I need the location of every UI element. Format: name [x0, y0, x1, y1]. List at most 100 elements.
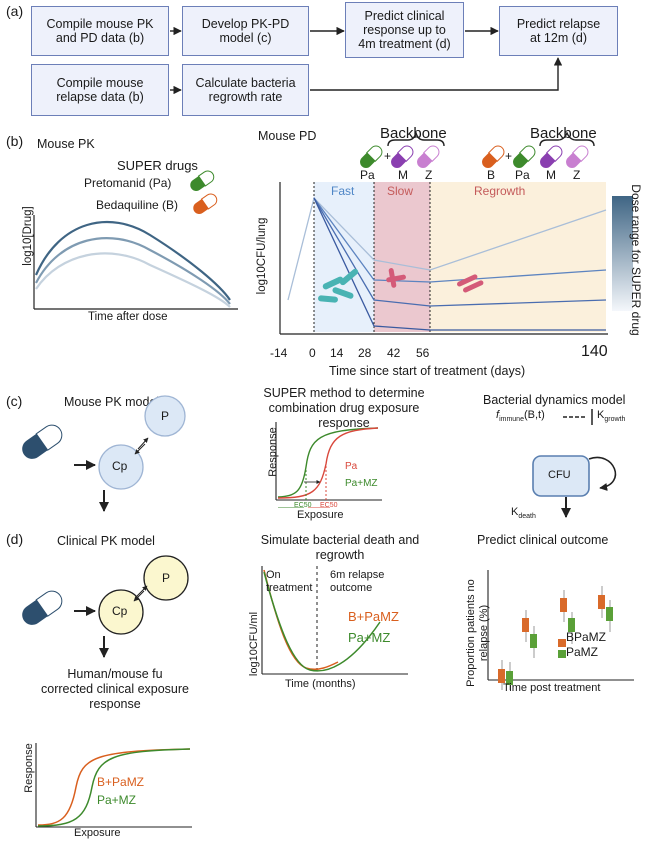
- pk-curve-high: [34, 221, 231, 301]
- on-treatment-label: On treatment: [266, 569, 313, 594]
- regimen2-pill-label: Z: [573, 168, 581, 182]
- super-drugs-title: SUPER drugs: [117, 158, 198, 173]
- cfu-box: [532, 455, 590, 497]
- super-xlabel: Exposure: [297, 509, 344, 521]
- regimen2-pill-label: Pa: [515, 168, 530, 182]
- pd-xtick: 140: [581, 343, 608, 360]
- flow-box-predict-relapse: Predict relapse at 12m (d): [499, 6, 618, 56]
- bedaquiline-label: Bedaquiline (B): [96, 198, 179, 212]
- p-label: P: [162, 571, 171, 585]
- simulate-title: Simulate bacterial death and regrowth: [260, 533, 420, 562]
- m-pill-icon: [391, 145, 414, 168]
- z-pill-icon: [417, 145, 440, 168]
- central-compartment: [98, 444, 144, 490]
- sim-legend-pa-mz: Pa+MZ: [348, 630, 391, 645]
- flow-box-predict-response: Predict clinical response up to 4m treat…: [345, 2, 464, 58]
- phase-slow-label: Slow: [387, 184, 414, 198]
- pd-xlabel: Time since start of treatment (days): [329, 364, 526, 378]
- er-xlabel: Exposure: [74, 827, 121, 839]
- flow-box-text: Predict relapse at 12m (d): [516, 17, 601, 45]
- panel-b-label: (b): [6, 133, 24, 149]
- p-label: P: [161, 409, 170, 423]
- box-legend-swatch-2: [558, 650, 566, 658]
- mouse-pk-model-title: Mouse PK model: [64, 395, 160, 409]
- capsule-icon: [22, 424, 63, 459]
- super-er-plot: [275, 422, 382, 508]
- pa-pill-icon: [360, 145, 383, 168]
- k-symbol: K: [597, 409, 605, 421]
- panel-c-label: (c): [6, 393, 23, 409]
- flow-box-develop-model: Develop PK-PD model (c): [182, 6, 309, 56]
- regimen1-pill-label: M: [398, 168, 408, 182]
- super-legend-pa: Pa: [345, 461, 358, 472]
- boxplot-group-4: [598, 586, 613, 632]
- flow-arrow: [310, 57, 563, 91]
- er-curve-pamz: [277, 427, 379, 498]
- f-arg: (B,t): [523, 409, 545, 421]
- predict-outcome-title: Predict clinical outcome: [477, 533, 609, 547]
- pd-curve-4: [313, 197, 606, 331]
- pk-curve-mid: [35, 237, 231, 305]
- flow-box-text: Compile mouse PK and PD data (b): [46, 17, 154, 45]
- slow-phase-region: [374, 182, 430, 332]
- panel-a-label: (a): [6, 3, 24, 19]
- flow-box-text: Predict clinical response up to 4m treat…: [358, 9, 451, 51]
- k-subscript: death: [518, 513, 536, 521]
- pd-curve-3: [313, 197, 607, 307]
- flow-box-text: Compile mouse relapse data (b): [56, 76, 144, 104]
- mouse-pk-title: Mouse PK: [37, 137, 95, 151]
- cp-label: Cp: [112, 604, 128, 618]
- k-growth-label: Kgrowth: [597, 409, 625, 423]
- sim-ylabel: log10CFU/ml: [248, 611, 261, 677]
- flow-box-compile-relapse: Compile mouse relapse data (b): [31, 64, 169, 116]
- peripheral-compartment: [144, 395, 186, 437]
- backbone-label-2: Backbone: [530, 125, 597, 142]
- pd-xtick: 28: [358, 346, 372, 360]
- regimen2-pill-label: B: [487, 168, 496, 182]
- super-legend-pamz: Pa+MZ: [345, 478, 378, 489]
- phase-fast-label: Fast: [331, 184, 355, 198]
- clinical-er-plot: [35, 743, 192, 828]
- dose-range-gradient: [612, 196, 633, 311]
- b-pill-icon: [482, 145, 505, 168]
- er-legend-pa-mz: Pa+MZ: [97, 793, 137, 807]
- fu-corrected-text: Human/mouse fu corrected clinical exposu…: [41, 667, 189, 711]
- panel-d-label: (d): [6, 531, 24, 547]
- sim-xlabel: Time (months): [285, 678, 356, 690]
- f-subscript: immune: [499, 416, 524, 424]
- bacteria-cluster-icon: [318, 268, 359, 303]
- cp-label: Cp: [112, 459, 128, 473]
- central-compartment: [98, 589, 144, 635]
- pd-xtick: 0: [309, 346, 316, 360]
- f-immune-label: fimmune(B,t): [496, 409, 545, 423]
- k-death-label: Kdeath: [511, 506, 536, 520]
- bedaquiline-pill-icon: [193, 193, 218, 215]
- pa-pill-icon: [513, 145, 536, 168]
- capsule-icon: [22, 590, 63, 625]
- cfu-label: CFU: [548, 469, 571, 481]
- mouse-pd-title: Mouse PD: [258, 129, 317, 143]
- er-curve-pa-mz: [37, 748, 191, 827]
- boxplot-group-2: [522, 610, 537, 658]
- pd-xtick: 56: [416, 346, 430, 360]
- boxplot-group-3: [560, 590, 575, 644]
- relapse-outcome-label: 6m relapse outcome: [330, 569, 385, 594]
- er-curve-pa: [277, 427, 379, 499]
- pd-curve-2: [313, 197, 607, 283]
- box-legend-swatch-1: [558, 639, 566, 647]
- regimen1-pill-label: Pa: [360, 168, 375, 182]
- ec50-label-b: EC50: [320, 502, 338, 509]
- bacterial-dynamics-title: Bacterial dynamics model: [483, 393, 626, 407]
- fast-phase-region: [314, 182, 374, 332]
- er-legend-b-pamz: B+PaMZ: [97, 775, 145, 789]
- k-subscript: growth: [604, 416, 626, 424]
- er-curve-b-pamz: [37, 748, 191, 826]
- k-symbol: K: [511, 506, 519, 518]
- regimen1-pill-label: Z: [425, 168, 433, 182]
- panel-a-arrows: [170, 26, 563, 95]
- boxplot-group-1: [498, 660, 513, 690]
- flow-box-regrowth-rate: Calculate bacteria regrowth rate: [182, 64, 309, 116]
- backbone-brace: [539, 131, 595, 147]
